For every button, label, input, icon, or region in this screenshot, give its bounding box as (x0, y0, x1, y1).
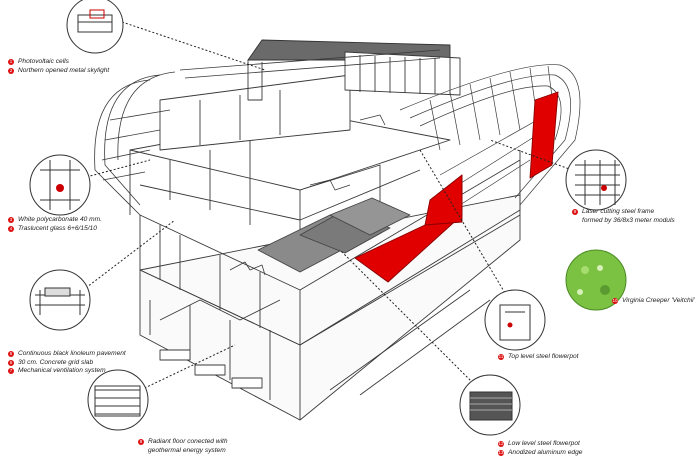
callout-circle-5 (565, 149, 627, 211)
callout-number: 4 (8, 225, 14, 232)
callout-number: 13 (498, 449, 504, 456)
callout-text: Virginia Creeper 'Veitchii' (622, 297, 695, 304)
callout-row: 5 Continuous black linoleum pavement (8, 350, 126, 359)
building-body (129, 74, 521, 346)
callout-text: Top level steel flowerpot (508, 353, 579, 360)
callout-text: White polycarbonate 40 mm. (18, 216, 102, 223)
callout-text: Photovoltaic cells (18, 58, 69, 65)
callout-row: 1 Photovoltaic cells (8, 58, 109, 67)
callout-label-8: 12 Low level steel flowerpot 13 Anodized a… (498, 440, 582, 457)
callout-row: 3 White polycarbonate 40 mm. (8, 216, 102, 225)
callout-number: 8 (138, 439, 144, 446)
callout-row: formed by 36/8x3 meter moduls (572, 217, 675, 226)
callout-text: Anodized aluminum edge (508, 448, 583, 456)
callout-circle-1 (66, 0, 124, 54)
detail-circles (29, 0, 627, 436)
callout-label-1: 1 Photovoltaic cells 2 Northern opened met… (8, 58, 109, 75)
skylight (247, 39, 461, 101)
callout-number: 1 (8, 59, 14, 66)
callout-number: 11 (498, 354, 504, 361)
callout-number: 2 (8, 67, 14, 74)
callout-row: 9 Laser cutting steel frame (572, 208, 675, 217)
callout-label-4: 8 Radiant floor conected with geothermal … (138, 438, 228, 455)
callout-row: 8 Radiant floor conected with (138, 438, 228, 447)
callout-number: 3 (8, 217, 14, 224)
callout-number: 9 (572, 209, 578, 216)
left-shell (94, 49, 441, 216)
callout-label-2: 3 White polycarbonate 40 mm. 4 Traslucent … (8, 216, 102, 233)
callout-row: 13 Anodized aluminum edge (498, 449, 582, 458)
stairs (229, 114, 386, 276)
floor-plates (257, 197, 411, 273)
callout-circle-6 (484, 289, 546, 351)
foundation (139, 194, 521, 421)
callout-row: 4 Traslucent glass 6+6/15/10 (8, 225, 102, 234)
callout-circle-4 (87, 369, 149, 431)
callout-circle-3 (29, 269, 91, 331)
callout-row: 11 Top level steel flowerpot (498, 353, 579, 362)
callout-row: 12 Low level steel flowerpot (498, 440, 582, 449)
callout-number: 5 (8, 351, 14, 358)
callout-text: formed by 36/8x3 meter moduls (582, 216, 675, 224)
callout-number: 10 (612, 298, 618, 305)
callout-row: 2 Northern opened metal skylight (8, 67, 109, 76)
callout-text: Continuous black linoleum pavement (18, 350, 126, 357)
callout-circle-plant (565, 249, 627, 311)
callout-circle-2 (29, 154, 91, 216)
callout-number: 12 (498, 441, 504, 448)
callout-label-7: 11 Top level steel flowerpot (498, 353, 579, 362)
callout-label-6: 10 Virginia Creeper 'Veitchii' (612, 297, 695, 306)
callout-text: Northern opened metal skylight (18, 66, 110, 74)
red-panels (354, 91, 559, 283)
callout-text: geothermal energy system (148, 446, 226, 454)
callout-number: 7 (8, 368, 14, 375)
callout-text: Mechanical ventilation system (18, 367, 106, 375)
callout-text: Low level steel flowerpot (508, 440, 580, 447)
callout-row: 10 Virginia Creeper 'Veitchii' (612, 297, 695, 306)
callout-row: geothermal energy system (138, 447, 228, 456)
callout-text: 30 cm. Concrete grid slab (18, 358, 94, 366)
callout-text: Traslucent glass 6+6/15/10 (18, 224, 97, 232)
callout-text: Laser cutting steel frame (582, 208, 655, 215)
callout-text: Radiant floor conected with (148, 438, 228, 445)
callout-number: 6 (8, 359, 14, 366)
callout-row: 6 30 cm. Concrete grid slab (8, 359, 126, 368)
callout-label-3: 5 Continuous black linoleum pavement 6 30 … (8, 350, 126, 376)
callout-circle-7 (459, 374, 521, 436)
callout-row: 7 Mechanical ventilation system (8, 367, 126, 376)
callout-label-5: 9 Laser cutting steel frame formed by 36/… (572, 208, 675, 225)
